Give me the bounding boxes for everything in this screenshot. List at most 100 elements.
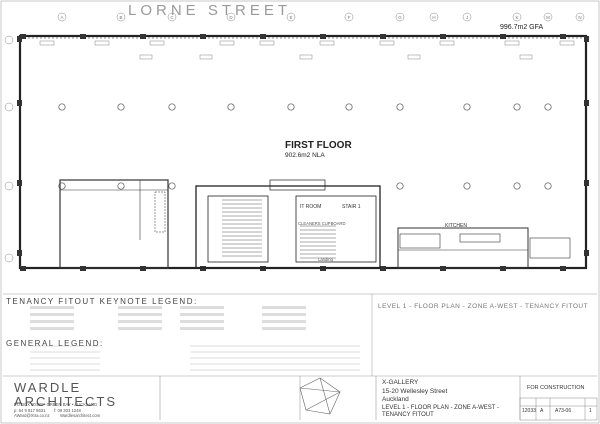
grid-bubble	[57, 12, 67, 22]
grid-bubble	[116, 12, 126, 22]
room-label-landing: Landing	[318, 257, 333, 262]
grid-bubble	[395, 12, 405, 22]
view-title: LEVEL 1 - FLOOR PLAN - ZONE A-WEST - TEN…	[378, 303, 589, 310]
keynote-entry	[262, 306, 306, 309]
wall-column	[380, 34, 386, 39]
keynote-entry	[30, 313, 74, 316]
wall-column	[20, 266, 26, 271]
keynote-entry	[30, 320, 74, 323]
keynote-entry	[262, 313, 306, 316]
grid-bubble	[226, 12, 236, 22]
wall-column	[584, 36, 589, 42]
grid-label: G	[398, 15, 402, 20]
grid-bubbles-left	[4, 35, 14, 263]
annotation-tag	[149, 40, 165, 46]
gross-floor-area: 996.7m2 GFA	[500, 24, 544, 31]
interior-columns	[58, 103, 552, 190]
structural-column	[544, 103, 552, 111]
floor-title: FIRST FLOOR	[285, 140, 352, 151]
structural-column	[463, 182, 471, 190]
architect-fax: f: 09 303 1248	[54, 408, 81, 413]
keynote-entry	[118, 320, 162, 323]
wall-column	[17, 36, 22, 42]
grid-bubble	[344, 12, 354, 22]
room-label-cleaners: CLEANERS CUPBOARD	[298, 221, 346, 226]
structural-column	[463, 103, 471, 111]
structural-column	[396, 182, 404, 190]
structural-column	[168, 103, 176, 111]
keynote-entry	[262, 320, 306, 323]
architect-phone: p: 64 9 817 8631	[14, 408, 46, 413]
wall-column	[584, 180, 589, 186]
sheet-size: A	[540, 408, 544, 414]
grid-label: N	[578, 15, 581, 20]
wall-column	[20, 34, 26, 39]
wall-column	[200, 34, 206, 39]
left-tenancy-room	[59, 179, 169, 269]
job-number: 12033	[522, 408, 536, 414]
architect-name-line1: WARDLE	[14, 380, 82, 395]
keynote-entry	[180, 327, 224, 330]
keynote-entry	[118, 327, 162, 330]
project-city: Auckland	[382, 396, 409, 403]
architect-email[interactable]: AWard@Xtra.co.nz	[14, 413, 50, 418]
net-lettable-area: 902.6m2 NLA	[285, 152, 325, 159]
wall-column	[17, 100, 22, 106]
structural-column	[117, 103, 125, 111]
grid-bubble	[575, 12, 585, 22]
annotation-tags	[39, 40, 575, 60]
grid-label: D	[229, 15, 233, 20]
structural-column	[58, 182, 66, 190]
grid-label: A	[60, 15, 63, 20]
title-block	[159, 376, 598, 421]
wall-column	[320, 34, 326, 39]
wall-column	[80, 34, 86, 39]
sheet-number: A73-06	[555, 408, 572, 414]
architect-web[interactable]: Wardlesarchitect.com	[60, 413, 101, 418]
grid-label: B	[119, 15, 122, 20]
general-legend-title: GENERAL LEGEND:	[6, 339, 104, 348]
structural-column	[513, 182, 521, 190]
grid-label: H	[432, 15, 435, 20]
room-label-it: IT ROOM	[300, 204, 322, 210]
keynote-entry	[30, 306, 74, 309]
structural-column	[396, 103, 404, 111]
wall-column	[380, 266, 386, 271]
structural-column	[117, 182, 125, 190]
grid-label: M	[546, 15, 550, 20]
annotation-tag	[259, 40, 275, 46]
annotation-tag	[299, 54, 313, 60]
drawing-title-line2: TENANCY FITOUT	[382, 412, 434, 418]
room-label-kitchen: KITCHEN	[445, 223, 467, 229]
architect-logo-graphic	[299, 377, 341, 415]
annotation-tag	[94, 40, 110, 46]
annotation-tag	[439, 40, 455, 46]
street-name: LORNE STREET	[128, 2, 292, 19]
structural-column	[287, 103, 295, 111]
grid-bubble	[167, 12, 177, 22]
keynote-legend-rows	[30, 306, 360, 371]
grid-bubble	[286, 12, 296, 22]
annotation-tag	[39, 40, 55, 46]
annotation-tag	[319, 40, 335, 46]
kitchen-area	[397, 227, 571, 269]
wall-column	[140, 34, 146, 39]
wall-column	[584, 100, 589, 106]
keynote-legend-title: TENANCY FITOUT KEYNOTE LEGEND:	[6, 297, 198, 306]
structural-column	[544, 182, 552, 190]
keynote-entry	[180, 320, 224, 323]
grid-label: C	[170, 15, 174, 20]
project-name: X-GALLERY	[382, 379, 419, 386]
wall-column	[440, 34, 446, 39]
keynote-entry	[118, 313, 162, 316]
architect-address: PO BOX 80188 • GREEN BAY • AUCKLAND	[14, 402, 98, 407]
keynote-entry	[30, 327, 74, 330]
wall-column	[560, 34, 566, 39]
annotation-tag	[559, 40, 575, 46]
wall-column	[17, 180, 22, 186]
grid-bubble	[512, 12, 522, 22]
keynote-entry	[262, 327, 306, 330]
